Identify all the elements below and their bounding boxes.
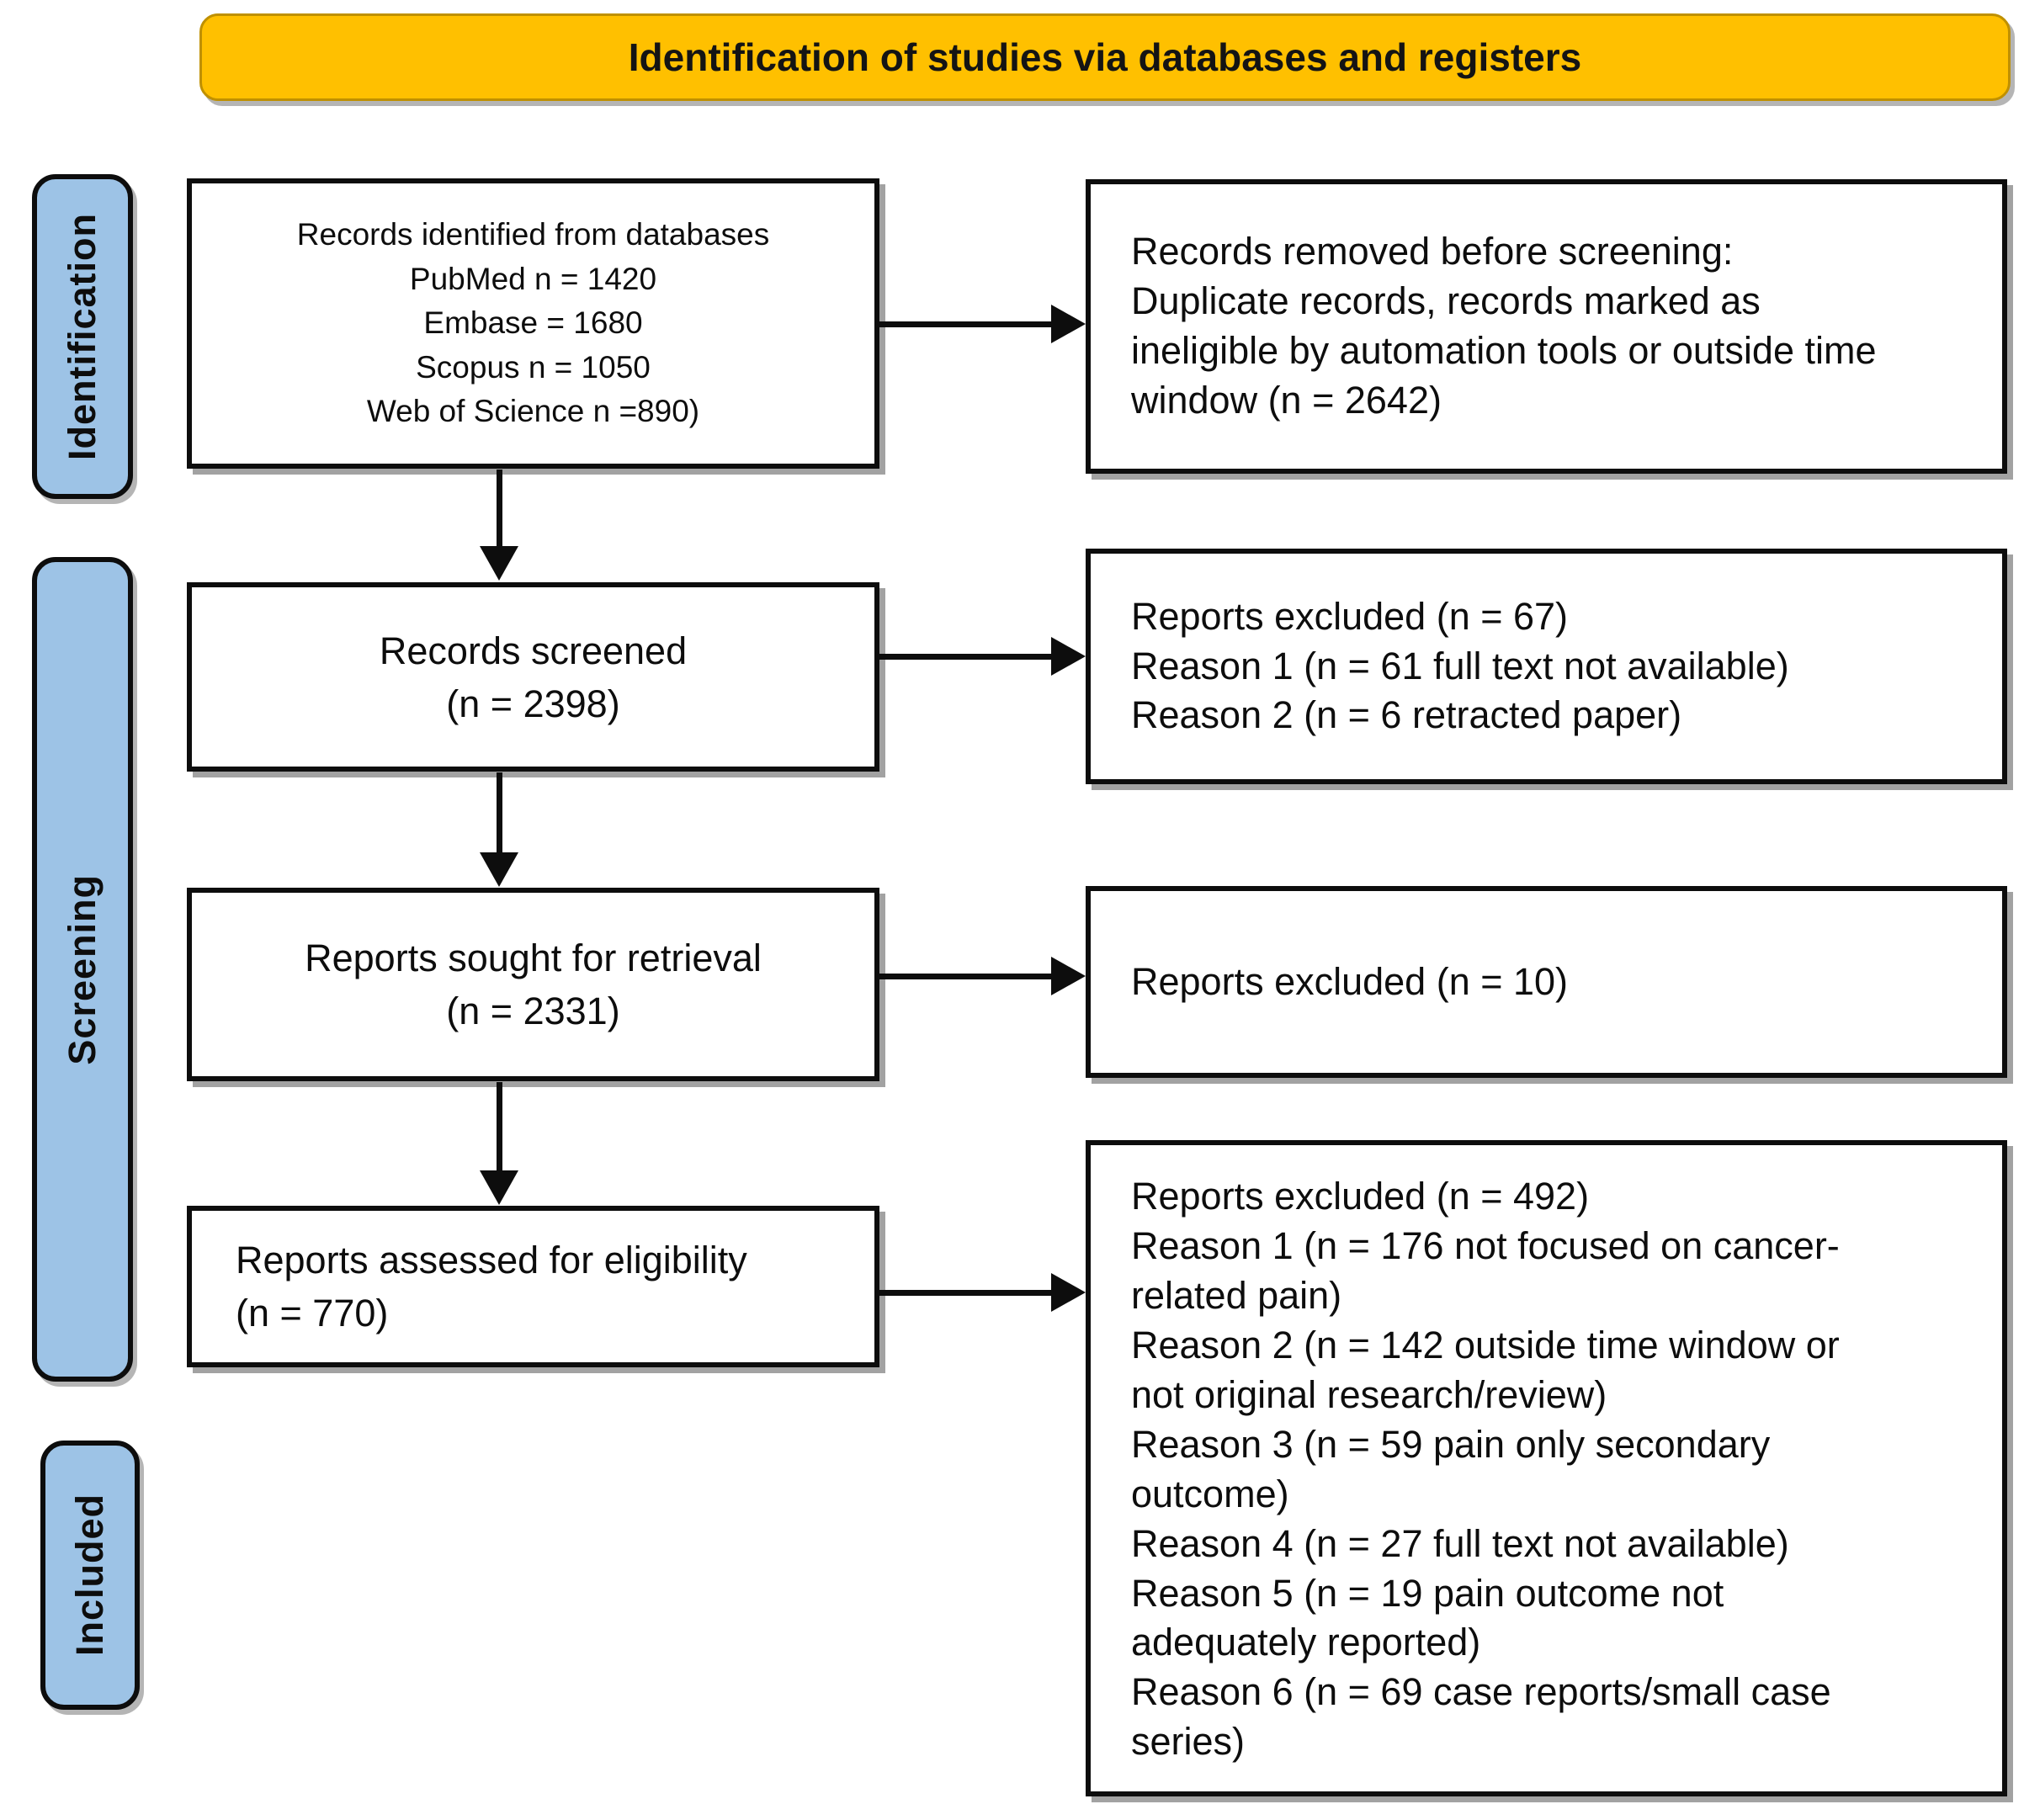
arrowhead-right-icon xyxy=(1051,1273,1086,1312)
arrow-screened-to-excluded xyxy=(879,637,1086,676)
box-text-line: Records screened xyxy=(379,629,688,672)
box-text-line: Reason 5 (n = 19 pain outcome not xyxy=(1131,1571,1724,1615)
arrow-shaft xyxy=(879,974,1054,979)
arrowhead-down-icon xyxy=(480,852,518,887)
box-text-line: Reason 4 (n = 27 full text not available… xyxy=(1131,1521,1789,1565)
box-text-line: Scopus n = 1050 xyxy=(416,349,651,385)
records-removed-box: Records removed before screening: Duplic… xyxy=(1086,179,2007,474)
stage-label-text: Screening xyxy=(61,873,104,1065)
box-text-line: ineligible by automation tools or outsid… xyxy=(1131,329,1877,372)
banner-title: Identification of studies via databases … xyxy=(628,35,1582,79)
box-text-line: PubMed n = 1420 xyxy=(409,261,657,296)
box-text-line: Reason 3 (n = 59 pain only secondary xyxy=(1131,1422,1771,1466)
box-text-line: Records removed before screening: xyxy=(1131,230,1734,273)
arrowhead-right-icon xyxy=(1051,957,1086,995)
box-text-line: Embase = 1680 xyxy=(423,305,643,341)
stage-label-identification: Identification xyxy=(32,174,133,499)
box-text-line: related pain) xyxy=(1131,1273,1342,1317)
box-text-line: Reason 2 (n = 6 retracted paper) xyxy=(1131,693,1682,737)
box-text-line: Reports assessed for eligibility xyxy=(236,1239,747,1281)
box-text-line: window (n = 2642) xyxy=(1131,378,1442,422)
stage-label-screening: Screening xyxy=(32,557,133,1382)
reports-excluded-retrieval-box: Reports excluded (n = 10) xyxy=(1086,886,2007,1078)
arrow-sought-to-assessed xyxy=(480,1082,518,1205)
box-text-line: (n = 2398) xyxy=(446,682,620,725)
arrow-shaft xyxy=(497,1082,502,1174)
records-screened-box: Records screened (n = 2398) xyxy=(187,582,879,772)
arrowhead-right-icon xyxy=(1051,637,1086,676)
arrow-shaft xyxy=(497,772,502,856)
box-text-line: outcome) xyxy=(1131,1472,1289,1515)
arrow-assessed-to-excluded xyxy=(879,1273,1086,1312)
banner: Identification of studies via databases … xyxy=(199,13,2011,101)
box-text-line: (n = 770) xyxy=(236,1292,389,1334)
box-text-line: Reports excluded (n = 67) xyxy=(1131,594,1569,638)
arrowhead-right-icon xyxy=(1051,305,1086,343)
stage-label-included: Included xyxy=(40,1441,140,1710)
box-text-line: Reports excluded (n = 492) xyxy=(1131,1175,1590,1218)
arrow-shaft xyxy=(879,654,1054,660)
stage-label-text: Included xyxy=(68,1494,111,1657)
arrow-identified-to-screened xyxy=(480,470,518,581)
arrow-shaft xyxy=(879,1290,1054,1296)
arrow-screened-to-sought xyxy=(480,772,518,887)
box-text-line: Reason 6 (n = 69 case reports/small case xyxy=(1131,1670,1831,1714)
box-text-line: not original research/review) xyxy=(1131,1372,1607,1416)
reports-excluded-eligibility-box: Reports excluded (n = 492) Reason 1 (n =… xyxy=(1086,1140,2007,1796)
box-text-line: Records identified from databases xyxy=(296,217,770,252)
box-text-line: (n = 2331) xyxy=(446,990,620,1032)
box-text-line: adequately reported) xyxy=(1131,1621,1481,1664)
arrow-shaft xyxy=(879,321,1054,327)
box-text-line: series) xyxy=(1131,1720,1246,1764)
box-text-line: Reason 1 (n = 61 full text not available… xyxy=(1131,644,1789,687)
box-text-line: Reason 1 (n = 176 not focused on cancer- xyxy=(1131,1223,1840,1267)
reports-sought-box: Reports sought for retrieval (n = 2331) xyxy=(187,888,879,1081)
box-text-line: Web of Science n =890) xyxy=(366,394,700,429)
box-text-line: Reason 2 (n = 142 outside time window or xyxy=(1131,1323,1840,1366)
box-text-line: Duplicate records, records marked as xyxy=(1131,279,1761,323)
stage-label-text: Identification xyxy=(61,213,104,460)
arrowhead-down-icon xyxy=(480,1170,518,1205)
reports-assessed-box: Reports assessed for eligibility (n = 77… xyxy=(187,1206,879,1367)
records-identified-box: Records identified from databases PubMed… xyxy=(187,178,879,469)
reports-excluded-screening-box: Reports excluded (n = 67) Reason 1 (n = … xyxy=(1086,549,2007,784)
box-text-line: Reports sought for retrieval xyxy=(305,937,762,979)
arrow-identified-to-removed xyxy=(879,305,1086,343)
arrow-shaft xyxy=(497,470,502,549)
arrowhead-down-icon xyxy=(480,546,518,581)
box-text-line: Reports excluded (n = 10) xyxy=(1131,959,1569,1003)
arrow-sought-to-excluded xyxy=(879,957,1086,995)
